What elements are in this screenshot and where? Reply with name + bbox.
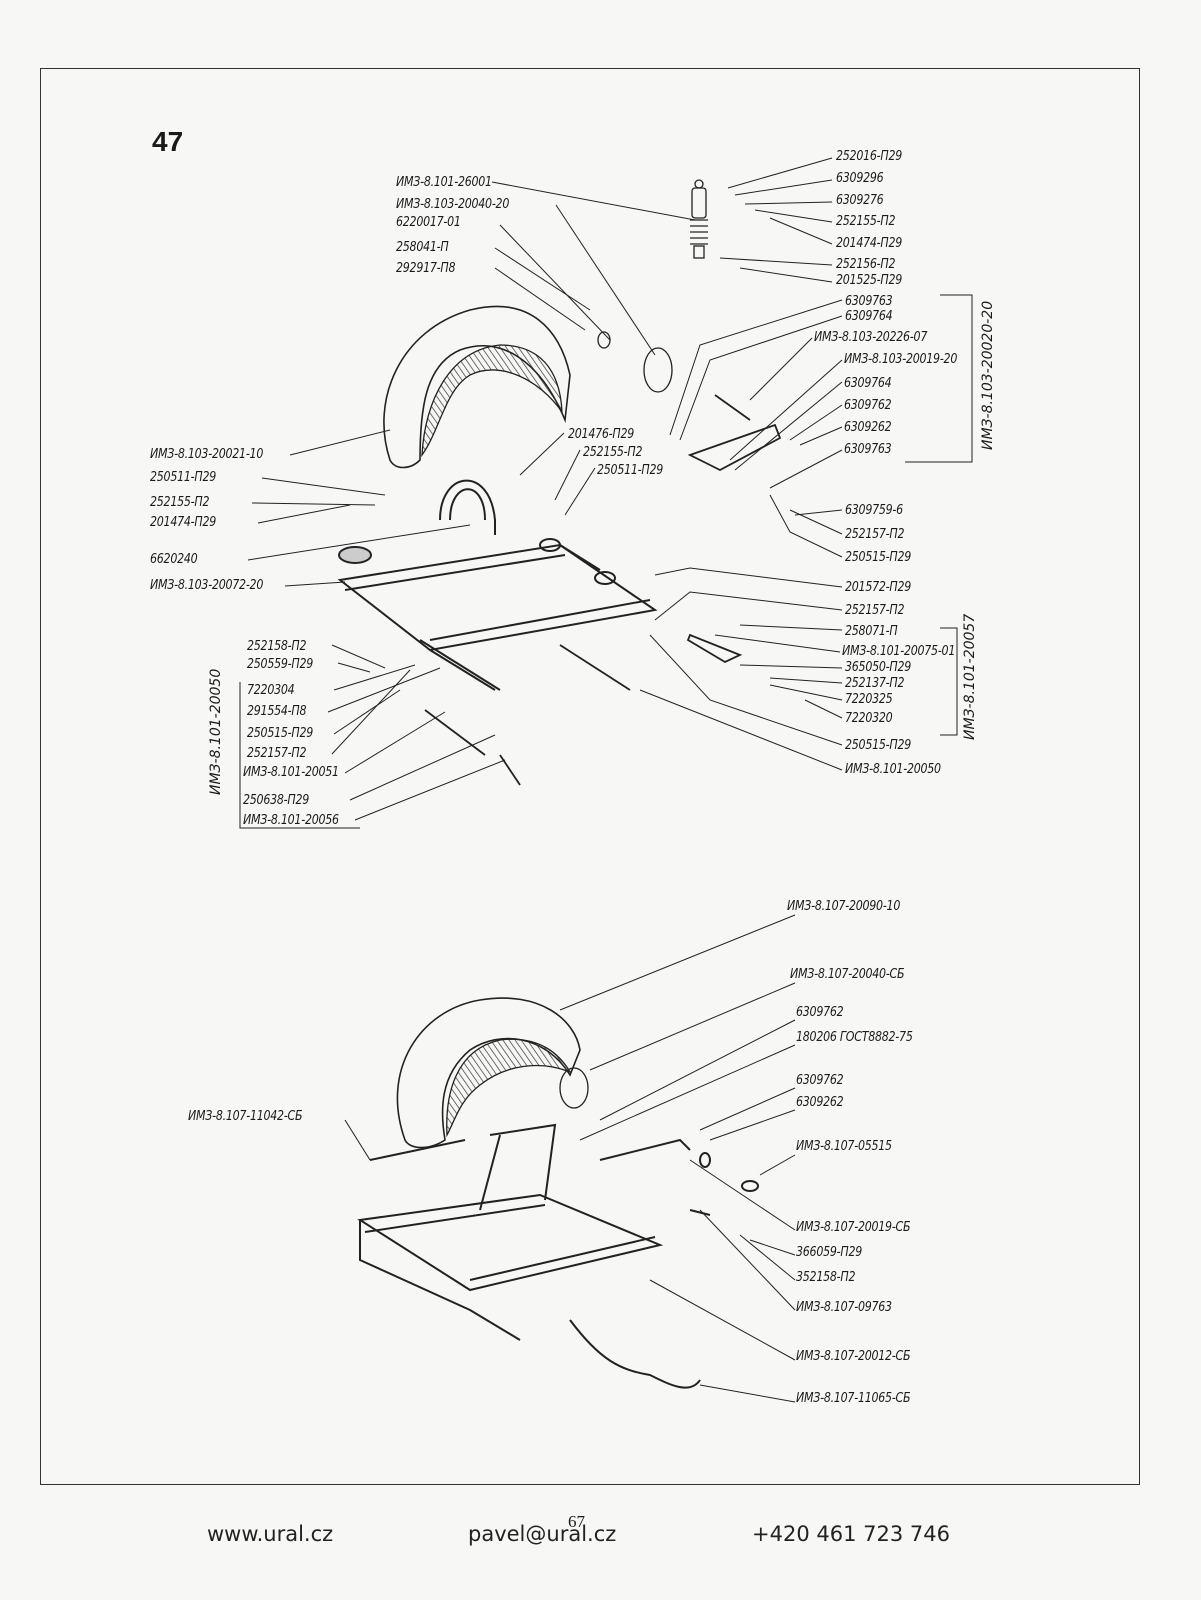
part-label: 250515-П29 xyxy=(247,726,313,741)
part-label: 6309759-6 xyxy=(845,503,903,518)
part-label: 252137-П2 xyxy=(845,676,905,691)
part-label: 250559-П29 xyxy=(247,657,313,672)
swing-arm xyxy=(424,394,782,786)
bottom-fender xyxy=(396,997,581,1149)
part-label: 6309762 xyxy=(844,398,892,413)
part-label: 6309762 xyxy=(796,1005,844,1020)
part-label: 7220320 xyxy=(845,711,893,726)
part-label: 250511-П29 xyxy=(597,463,663,478)
part-label: 291554-П8 xyxy=(247,704,307,719)
shock-absorber xyxy=(690,179,708,259)
part-label: 6309262 xyxy=(844,420,892,435)
part-label: 252155-П2 xyxy=(583,445,643,460)
part-label: ИМЗ-8.103-20226-07 xyxy=(814,330,928,345)
part-label: 201476-П29 xyxy=(568,427,634,442)
part-label: 6309762 xyxy=(796,1073,844,1088)
part-label: ИМЗ-8.101-20056 xyxy=(243,813,339,828)
part-label: 258041-П xyxy=(396,240,449,255)
part-label: ИМЗ-8.107-09763 xyxy=(796,1300,892,1315)
part-label: 7220325 xyxy=(845,692,893,707)
part-label: 201525-П29 xyxy=(836,273,902,288)
part-label: 252158-П2 xyxy=(247,639,307,654)
part-label: ИМЗ-8.107-11042-СБ xyxy=(188,1109,303,1124)
part-label: ИМЗ-8.103-20040-20 xyxy=(396,197,510,212)
part-label: 292917-П8 xyxy=(396,261,456,276)
part-label: ИМЗ-8.101-26001 xyxy=(396,175,492,190)
part-label: 201474-П29 xyxy=(150,515,216,530)
part-label: 252155-П2 xyxy=(150,495,210,510)
bottom-frame xyxy=(357,1123,759,1389)
page-number: 67 xyxy=(568,1512,585,1531)
part-label: ИМЗ-8.101-20051 xyxy=(243,765,339,780)
group-label: ИМЗ-8.103-20020-20 xyxy=(980,300,996,450)
part-label: ИМЗ-8.101-20050 xyxy=(845,762,941,777)
part-label: 250515-П29 xyxy=(845,738,911,753)
part-label: 252156-П2 xyxy=(836,257,896,272)
website-link[interactable]: www.ural.cz xyxy=(207,1522,334,1546)
part-label: ИМЗ-8.107-20012-СБ xyxy=(796,1349,911,1364)
part-label: 7220304 xyxy=(247,683,295,698)
part-label: 252157-П2 xyxy=(247,746,307,761)
bottom-brake-hub xyxy=(559,1067,589,1109)
part-label: 366059-П29 xyxy=(796,1245,862,1260)
top-frame xyxy=(337,479,658,691)
part-label: 6309763 xyxy=(844,442,892,457)
part-label: ИМЗ-8.107-20040-СБ xyxy=(790,967,905,982)
part-label: ИМЗ-8.107-20090-10 xyxy=(787,899,901,914)
part-label: 252157-П2 xyxy=(845,603,905,618)
part-label: 6309276 xyxy=(836,193,884,208)
part-label: 6309262 xyxy=(796,1095,844,1110)
part-label: 250638-П29 xyxy=(243,793,309,808)
part-label: ИМЗ-8.103-20072-20 xyxy=(150,578,264,593)
part-label: ИМЗ-8.107-05515 xyxy=(796,1139,892,1154)
group-label: ИМЗ-8.101-20050 xyxy=(208,668,224,795)
leader-lines-top xyxy=(239,157,973,829)
part-label: 201572-П29 xyxy=(845,580,911,595)
figure-number: 47 xyxy=(152,126,184,157)
part-label: 6220017-01 xyxy=(396,215,461,230)
part-label: ИМЗ-8.101-20075-01 xyxy=(842,644,956,659)
part-label: ИМЗ-8.103-20021-10 xyxy=(150,447,264,462)
part-label: 258071-П xyxy=(845,624,898,639)
part-label: 252016-П29 xyxy=(836,149,902,164)
part-label: ИМЗ-8.107-20019-СБ xyxy=(796,1220,911,1235)
part-label: 365050-П29 xyxy=(845,660,911,675)
part-label: 6309763 xyxy=(845,294,893,309)
part-label: 201474-П29 xyxy=(836,236,902,251)
part-label: 250511-П29 xyxy=(150,470,216,485)
part-label: 252155-П2 xyxy=(836,214,896,229)
top-fender xyxy=(383,305,571,469)
phone-number: +420 461 723 746 xyxy=(752,1522,950,1546)
group-label: ИМЗ-8.101-20057 xyxy=(962,613,978,740)
part-label: ИМЗ-8.107-11065-СБ xyxy=(796,1391,911,1406)
brake-hub xyxy=(643,347,673,393)
figure-border xyxy=(40,68,1140,1485)
part-label: 252157-П2 xyxy=(845,527,905,542)
part-label: 352158-П2 xyxy=(796,1270,856,1285)
part-label: 6309296 xyxy=(836,171,884,186)
email-link[interactable]: pavel@ural.cz xyxy=(468,1522,617,1546)
part-label: ИМЗ-8.103-20019-20 xyxy=(844,352,958,367)
part-label: 250515-П29 xyxy=(845,550,911,565)
part-label: 6309764 xyxy=(844,376,892,391)
leader-lines-bottom xyxy=(344,914,796,1403)
part-label: 6620240 xyxy=(150,552,198,567)
part-label: 180206 ГОСТ8882-75 xyxy=(796,1030,913,1045)
part-label: 6309764 xyxy=(845,309,893,324)
